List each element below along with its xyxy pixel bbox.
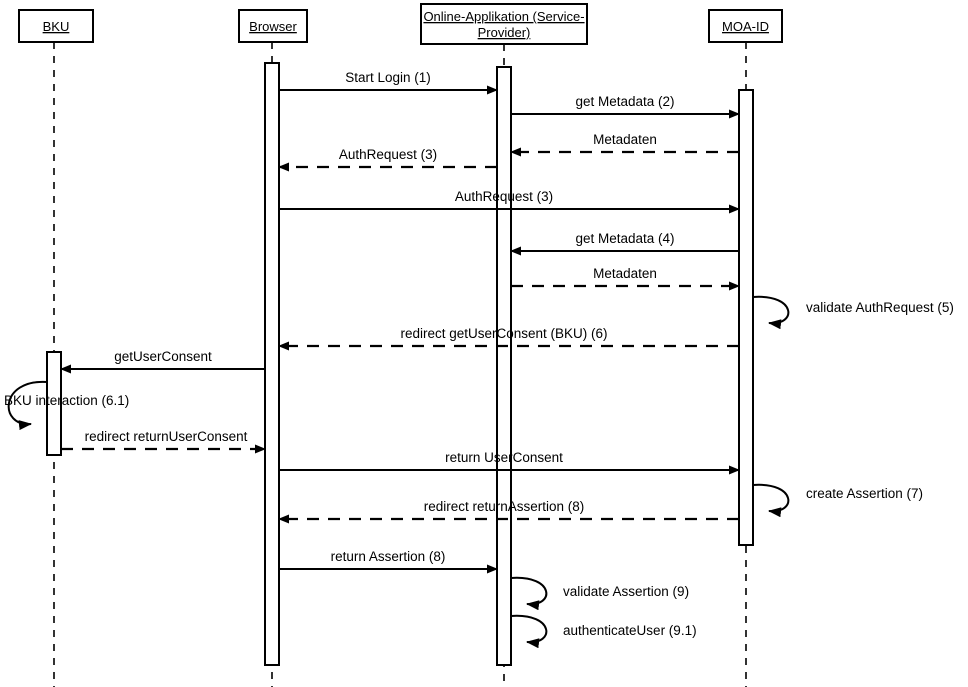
self-message-label-5: authenticateUser (9.1) <box>563 623 697 638</box>
participant-browser: Browser <box>238 9 308 687</box>
message-2: get Metadata (2) <box>511 94 740 119</box>
message-12: redirect returnAssertion (8) <box>278 499 739 524</box>
message-5: AuthRequest (3) <box>279 189 740 214</box>
message-8: redirect getUserConsent (BKU) (6) <box>278 326 739 351</box>
activation-bar-browser-0[interactable] <box>264 62 280 666</box>
message-label-1: Start Login (1) <box>345 70 431 85</box>
message-6: get Metadata (4) <box>510 231 739 256</box>
message-label-13: return Assertion (8) <box>331 549 446 564</box>
messages-layer: Start Login (1) get Metadata (2) Metadaten… <box>60 70 740 574</box>
self-message-4: validate Assertion (9) <box>510 576 689 611</box>
participant-oa: Online-Applikation (Service-Provider) <box>420 3 588 687</box>
self-message-label-2: BKU interaction (6.1) <box>4 393 129 408</box>
message-13: return Assertion (8) <box>279 549 498 574</box>
participant-label-browser: Browser <box>249 19 297 34</box>
activation-bar-bku-0[interactable] <box>46 351 62 456</box>
message-label-6: get Metadata (4) <box>575 231 674 246</box>
message-label-9: getUserConsent <box>114 349 212 364</box>
message-label-12: redirect returnAssertion (8) <box>424 499 585 514</box>
participant-box-moaid[interactable] <box>708 9 783 43</box>
message-label-7: Metadaten <box>593 266 657 281</box>
message-11: return UserConsent <box>279 450 740 475</box>
self-message-label-3: create Assertion (7) <box>806 486 923 501</box>
participant-label-oa: Provider) <box>478 25 531 40</box>
message-10: redirect returnUserConsent <box>61 429 266 454</box>
message-1: Start Login (1) <box>279 70 498 95</box>
self-message-1: validate AuthRequest (5) <box>752 295 954 330</box>
message-label-3: Metadaten <box>593 132 657 147</box>
participant-label-oa: Online-Applikation (Service- <box>423 9 584 24</box>
participant-moaid: MOA-ID <box>708 9 783 687</box>
message-4: AuthRequest (3) <box>278 147 497 172</box>
message-7: Metadaten <box>511 266 740 291</box>
self-message-arrow-3[interactable] <box>752 483 790 518</box>
message-label-5: AuthRequest (3) <box>455 189 553 204</box>
self-message-arrow-4[interactable] <box>510 576 548 611</box>
message-3: Metadaten <box>510 132 739 157</box>
participant-box-bku[interactable] <box>18 9 94 43</box>
self-message-arrow-2[interactable] <box>7 380 48 431</box>
self-message-arrow-1[interactable] <box>752 295 790 330</box>
self-message-3: create Assertion (7) <box>752 483 923 518</box>
activation-bar-moaid-0[interactable] <box>738 89 754 546</box>
lifelines-layer: BKU Browser Online-Applikation (Service-Pr… <box>18 3 783 687</box>
message-label-10: redirect returnUserConsent <box>85 429 248 444</box>
self-message-label-4: validate Assertion (9) <box>563 584 689 599</box>
self-message-2: BKU interaction (6.1) <box>4 380 129 431</box>
self-message-5: authenticateUser (9.1) <box>510 614 697 649</box>
self-messages-layer: validate AuthRequest (5) BKU interaction … <box>4 295 954 649</box>
participant-box-oa[interactable] <box>420 3 588 45</box>
message-9: getUserConsent <box>60 349 265 374</box>
self-message-arrow-5[interactable] <box>510 614 548 649</box>
participant-label-moaid: MOA-ID <box>722 19 769 34</box>
participant-box-browser[interactable] <box>238 9 308 43</box>
message-label-8: redirect getUserConsent (BKU) (6) <box>400 326 607 341</box>
message-label-4: AuthRequest (3) <box>339 147 437 162</box>
participant-bku: BKU <box>18 9 94 687</box>
message-label-2: get Metadata (2) <box>575 94 674 109</box>
participant-label-bku: BKU <box>43 19 70 34</box>
self-message-label-1: validate AuthRequest (5) <box>806 300 954 315</box>
activation-bar-oa-0[interactable] <box>496 66 512 666</box>
message-label-11: return UserConsent <box>445 450 563 465</box>
